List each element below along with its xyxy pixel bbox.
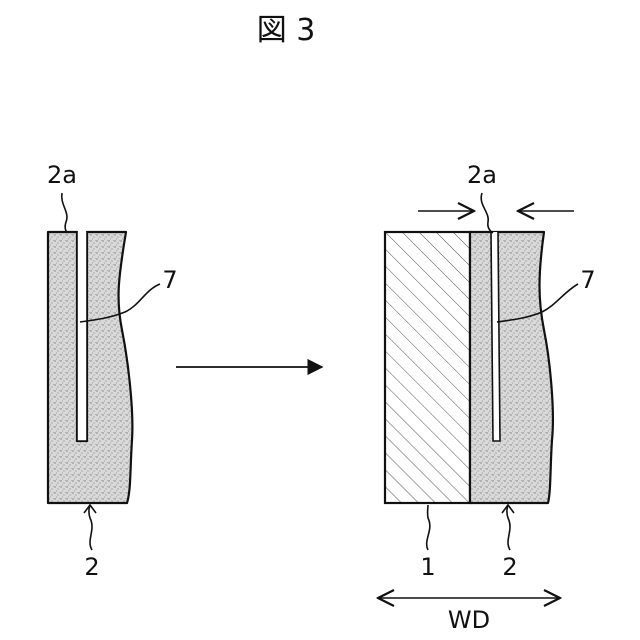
label-left-2: 2 [84, 553, 99, 581]
leader-right-2a [481, 193, 493, 233]
leader-right-2 [507, 505, 510, 550]
label-left-7: 7 [162, 266, 177, 294]
right-block-1 [385, 232, 470, 503]
label-wd: WD [448, 606, 490, 634]
left-member [48, 232, 132, 503]
right-member-body [470, 232, 553, 503]
left-member-body [48, 232, 132, 503]
leader-left-2 [89, 505, 92, 550]
leader-left-2-tip [84, 505, 96, 513]
label-right-2: 2 [502, 553, 517, 581]
leader-right-2-tip [502, 505, 514, 513]
label-right-2a: 2a [467, 161, 497, 189]
label-left-2a: 2a [47, 161, 77, 189]
label-right-7: 7 [580, 266, 595, 294]
left-slit [77, 232, 87, 441]
leader-right-1 [427, 505, 430, 550]
leader-left-2a [62, 193, 67, 233]
figure-title: 図 3 [257, 13, 316, 48]
right-member [470, 232, 553, 503]
label-right-1: 1 [420, 553, 435, 581]
